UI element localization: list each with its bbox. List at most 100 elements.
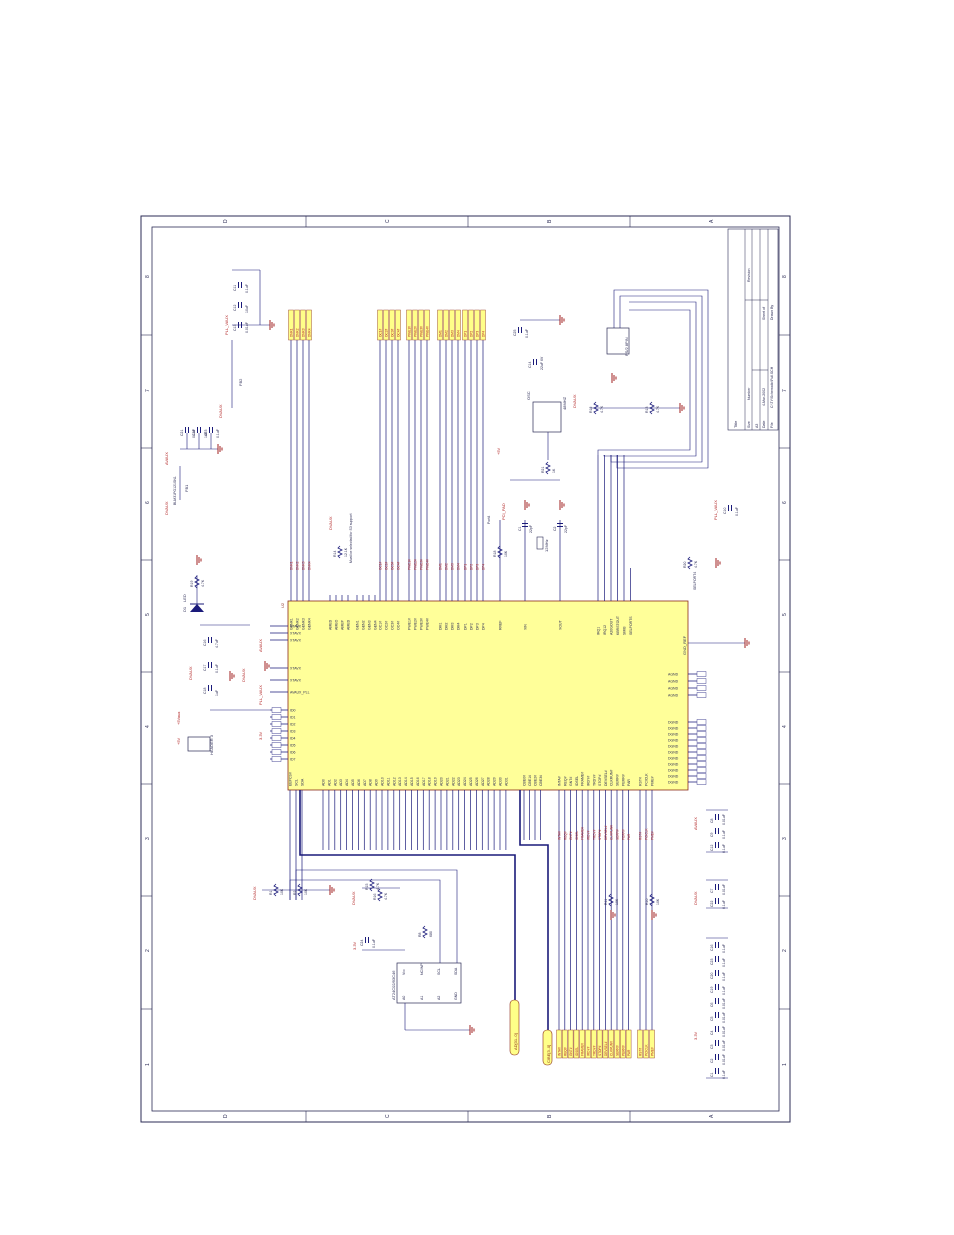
- pin-label: REQ#: [563, 776, 567, 786]
- resistor-icon: [649, 401, 655, 415]
- resistor-icon: [273, 883, 279, 897]
- pin-label: KBRSTOUT: [616, 615, 620, 635]
- pci-net-label-inner: GNT#: [569, 831, 573, 840]
- cap-label: C7: [710, 888, 714, 893]
- zone-letter-bottom: D: [223, 1114, 229, 1118]
- pin-label: SDA: [301, 778, 305, 786]
- pin-label: DGND: [668, 763, 679, 767]
- res-label: R15: [365, 884, 369, 890]
- rref-note: Must be selected for S3 support: [349, 514, 353, 563]
- capacitor-icon: [365, 937, 369, 943]
- ground-icon: [329, 885, 335, 895]
- pin-label: AD20: [440, 777, 444, 786]
- capacitor-icon: [522, 523, 528, 527]
- label-avaux-top: AVAUX: [164, 452, 169, 465]
- capacitor-icon: [238, 282, 242, 288]
- label-v5: +5V: [496, 447, 501, 455]
- cap-label: C22: [192, 430, 196, 436]
- capacitor-icon: [715, 1054, 719, 1060]
- capacitor-icon: [533, 359, 537, 365]
- capacitor-icon: [715, 842, 719, 848]
- cap-label: C23: [204, 430, 208, 436]
- pin-label: DGND: [668, 769, 679, 773]
- pin-label: PWE2#: [414, 618, 418, 630]
- label-v33-bottom: 3.3V: [693, 1031, 698, 1040]
- pin-terminator: [696, 678, 707, 684]
- ps2-wire: [597, 309, 691, 455]
- pin-label: AD21: [445, 777, 449, 786]
- port-net-box: [406, 309, 412, 341]
- eeprom-pin-vcc: Vcc: [402, 969, 406, 975]
- pin-label: AD24: [463, 777, 467, 786]
- pci-net-label: IDSEL: [575, 1047, 579, 1056]
- port-net-label: DM4: [457, 330, 461, 337]
- cap-value: 0.1uF: [722, 1070, 726, 1079]
- cap-label: C6: [710, 1002, 714, 1007]
- title-block: Title Size A3 Number Revision Date 4-Mar…: [727, 228, 779, 431]
- res-value: 10K: [615, 898, 619, 905]
- size-value: A3: [755, 424, 759, 428]
- zone-number-right: 7: [782, 389, 788, 392]
- pin-label: AD25: [469, 777, 473, 786]
- pin-label: IDSEL: [575, 776, 579, 786]
- pin-label: ID4: [290, 737, 296, 741]
- pci-net-label-inner: SERR#: [616, 829, 620, 840]
- pci-net-label-inner: PAR: [627, 833, 631, 840]
- cap-label: C14: [528, 362, 532, 368]
- pin-terminator: [271, 749, 282, 755]
- label-port4: Port4: [487, 516, 491, 524]
- port-net-box: [468, 309, 474, 341]
- pin-label: DM3: [451, 623, 455, 630]
- pin-terminator: [696, 685, 707, 691]
- pin-label: SCL: [295, 779, 299, 786]
- port-net-label: DNK3: [302, 328, 306, 337]
- label-pll-vaux-top: PLL_VAUX: [224, 315, 229, 335]
- cap-value: 0.1uF: [722, 944, 726, 953]
- port-net-box: [412, 309, 418, 341]
- cap-label: C22: [710, 901, 714, 907]
- res-value: 12.1K: [344, 547, 348, 557]
- label-v33-eeprom: 3.3V: [352, 941, 357, 950]
- pin-label: CBE0#: [523, 775, 527, 786]
- resistor-icon: [194, 575, 200, 589]
- port-net-label: DNK2: [296, 328, 300, 337]
- eeprom-pin-wp: NC/WP: [420, 963, 424, 975]
- zone-number-right: 5: [782, 613, 788, 616]
- capacitor-icon: [715, 898, 719, 904]
- pin-label: CBE3#: [539, 775, 543, 786]
- pin-label: GENK1: [290, 618, 294, 630]
- port-net-label-inner: DM2: [445, 563, 449, 570]
- res-label: R12: [589, 407, 593, 413]
- pin-label: AGND: [668, 673, 679, 677]
- eeprom-pin-scl: SCL: [437, 968, 441, 975]
- pin-terminator: [696, 761, 707, 767]
- pci-net-label: PAR: [627, 1049, 631, 1056]
- pin-label: XTAVX: [290, 625, 302, 629]
- zone-letter-top: A: [709, 219, 715, 223]
- res-value: 4.7K: [656, 405, 660, 413]
- size-label: Size: [747, 421, 751, 428]
- pin-terminator: [696, 773, 707, 779]
- pin-terminator: [271, 721, 282, 727]
- ps2-wire: [603, 301, 697, 457]
- pin-label: FRAME#: [581, 772, 585, 786]
- label-v5b: +5V: [176, 737, 181, 745]
- pin-label: AD1: [327, 779, 331, 786]
- ground-icon: [651, 910, 657, 920]
- eeprom-pin-a1: A1: [420, 996, 424, 1000]
- pci-net-label-inner: REQ#: [563, 831, 567, 840]
- osc-value: 48MHZ: [562, 396, 567, 410]
- cap-value: 0.1uF: [216, 429, 220, 438]
- eeprom-pin-gnd: GND: [454, 992, 458, 1000]
- zone-number-right: 3: [782, 837, 788, 840]
- pci-net-box: [625, 1029, 632, 1059]
- res-value: 10K: [304, 888, 308, 895]
- port-net-label-inner: PWE2#: [414, 559, 418, 570]
- port-net-label-inner: PWE3#: [420, 559, 424, 570]
- osc-label: OSC: [526, 391, 531, 400]
- pin-label: AD4: [345, 779, 349, 786]
- port-net-label: OC4#: [397, 328, 401, 337]
- eeprom-label: AT24C02/93C46: [391, 970, 396, 1000]
- pin-label: A20GOUT: [610, 618, 614, 635]
